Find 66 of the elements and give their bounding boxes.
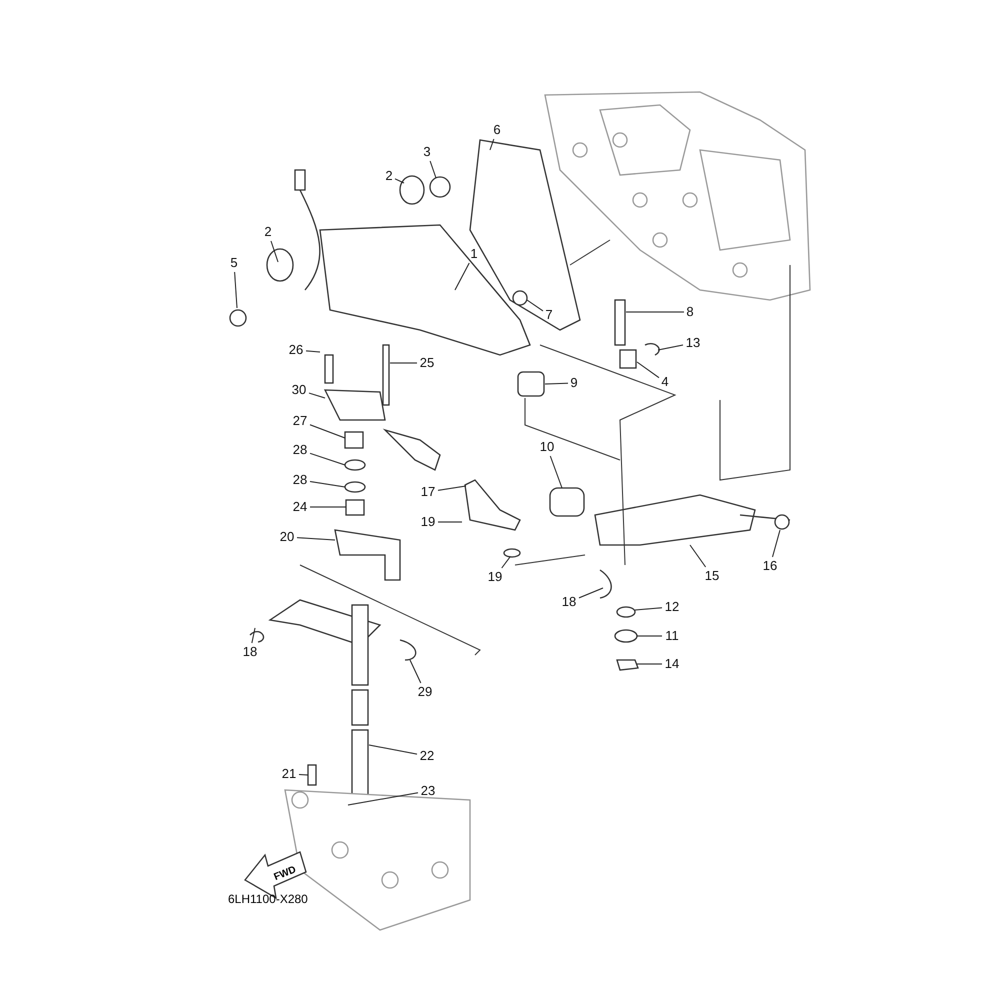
callout-number: 26 <box>287 342 305 358</box>
callout-number: 23 <box>419 783 437 799</box>
callout-number: 5 <box>229 255 239 271</box>
callout-number: 28 <box>291 472 309 488</box>
callout-number: 13 <box>684 335 702 351</box>
leader-line <box>394 178 404 184</box>
leader-line <box>490 138 494 150</box>
leader-line <box>308 392 326 398</box>
callout-number: 24 <box>291 499 309 515</box>
callout-number: 4 <box>660 374 670 390</box>
callout-number: 20 <box>278 529 296 545</box>
direction-label: FWD <box>272 864 298 884</box>
callout-number: 6 <box>492 122 502 138</box>
leader-line <box>438 486 466 491</box>
callout-number: 7 <box>544 307 554 323</box>
callout-number: 28 <box>291 442 309 458</box>
leader-line <box>501 556 510 568</box>
leader-line <box>310 506 346 508</box>
leader-line <box>368 744 418 755</box>
callout-number: 29 <box>416 684 434 700</box>
callout-number: 18 <box>241 644 259 660</box>
callout-number: 2 <box>263 224 273 240</box>
callout-number: 15 <box>703 568 721 584</box>
diagram-code: 6LH1100-X280 <box>228 892 308 906</box>
leader-line <box>306 350 320 352</box>
leader-line <box>578 588 604 598</box>
leader-line <box>550 456 562 488</box>
callout-number: 9 <box>569 375 579 391</box>
callout-number: 18 <box>560 594 578 610</box>
leader-line <box>430 160 436 178</box>
leader-line <box>234 272 238 308</box>
leader-line <box>390 362 418 364</box>
leader-line <box>636 362 660 378</box>
leader-line <box>544 382 568 384</box>
callout-number: 30 <box>290 382 308 398</box>
callout-number: 14 <box>663 656 681 672</box>
leader-line <box>658 344 684 350</box>
leader-line <box>348 792 418 806</box>
callout-number: 2 <box>384 168 394 184</box>
callout-number: 19 <box>419 514 437 530</box>
leader-line <box>690 544 706 568</box>
callout-number: 25 <box>418 355 436 371</box>
leader-line <box>772 530 780 558</box>
leader-line <box>296 537 336 540</box>
leader-line <box>251 628 256 644</box>
callout-number: 10 <box>538 439 556 455</box>
callout-number: 11 <box>663 628 681 644</box>
leader-line <box>310 424 346 438</box>
leader-line <box>270 240 278 262</box>
callout-number: 12 <box>663 599 681 615</box>
callout-number: 3 <box>422 144 432 160</box>
callout-number: 8 <box>685 304 695 320</box>
callout-number: 17 <box>419 484 437 500</box>
leader-line <box>634 607 662 610</box>
callout-number: 27 <box>291 413 309 429</box>
callout-number: 1 <box>469 246 479 262</box>
callout-number: 19 <box>486 569 504 585</box>
leader-line <box>410 660 422 684</box>
leader-line <box>526 300 544 312</box>
callout-number: 21 <box>280 766 298 782</box>
leader-line <box>454 262 470 290</box>
leader-line <box>310 481 346 488</box>
leader-line <box>298 774 308 776</box>
callout-number: 16 <box>761 558 779 574</box>
callout-number: 22 <box>418 748 436 764</box>
leader-line <box>310 452 346 466</box>
